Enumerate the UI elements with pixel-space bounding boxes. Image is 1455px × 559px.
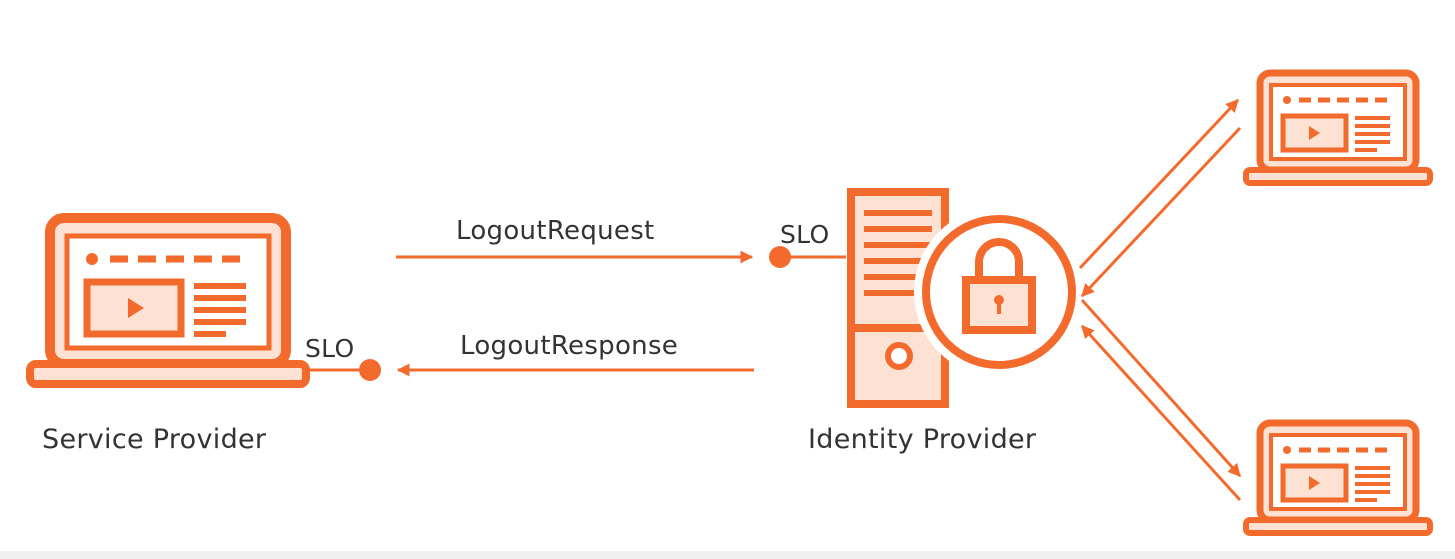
logout-response-label: LogoutResponse [460, 331, 679, 361]
idp-slo-label: SLO [780, 220, 830, 249]
logout-request-label: LogoutRequest [456, 216, 655, 246]
other-sp-bottom-laptop-icon [1243, 419, 1433, 536]
other-sp-top-laptop-icon [1243, 69, 1433, 186]
idp-slo-dot[interactable] [769, 246, 791, 268]
service-provider-label: Service Provider [42, 424, 267, 455]
identity-provider-server-icon [847, 188, 949, 408]
sp-slo-dot[interactable] [359, 359, 381, 381]
bottom-sp-in-arrow [1080, 324, 1242, 502]
identity-provider-label: Identity Provider [808, 424, 1037, 455]
bottom-sp-out-arrow [1080, 298, 1242, 478]
service-provider-laptop-icon [26, 213, 310, 388]
top-sp-in-arrow [1080, 126, 1242, 298]
bottom-strip [0, 551, 1455, 559]
sp-slo-label: SLO [305, 334, 355, 363]
lock-icon [914, 207, 1084, 377]
top-sp-out-arrow [1078, 98, 1240, 270]
